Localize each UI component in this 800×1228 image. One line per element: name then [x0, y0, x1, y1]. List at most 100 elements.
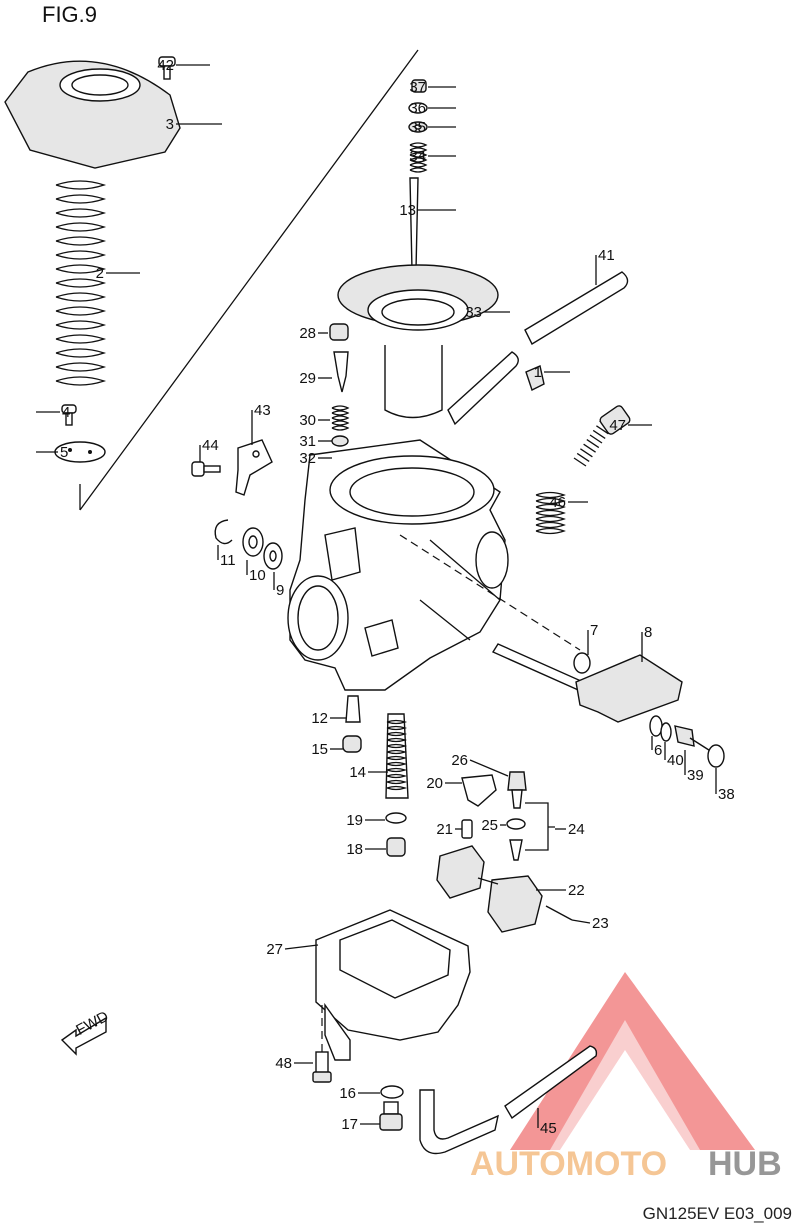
part-20-plate	[461, 774, 497, 807]
callout-label-33: 33	[465, 304, 482, 321]
callout-label-39: 39	[687, 767, 704, 784]
callout-label-11: 11	[220, 552, 236, 569]
part-48-screw	[312, 1051, 332, 1083]
callout-label-24: 24	[568, 821, 585, 838]
callout-label-16: 16	[339, 1085, 356, 1102]
part-38-screw	[689, 737, 725, 768]
callout-label-30: 30	[299, 412, 316, 429]
part-12-pilot-jet	[345, 695, 361, 723]
callout-label-15: 15	[311, 741, 328, 758]
callout-label-8: 8	[644, 624, 652, 641]
callout-label-43: 43	[254, 402, 271, 419]
callout-label-10: 10	[249, 567, 266, 584]
part-34-spring	[409, 142, 428, 173]
callout-label-48: 48	[275, 1055, 292, 1072]
figure-title: FIG.9	[42, 2, 98, 27]
part-7-washer	[573, 652, 591, 674]
callout-label-12: 12	[311, 710, 328, 727]
callout-label-27: 27	[266, 941, 283, 958]
carburetor-body	[287, 439, 509, 691]
part-5-plate	[54, 441, 106, 463]
part-14-needle-jet	[385, 713, 409, 799]
part-31-washer	[331, 435, 349, 447]
callout-label-44: 44	[202, 437, 219, 454]
callout-label-37: 37	[409, 79, 426, 96]
callout-label-2: 2	[96, 265, 104, 282]
part-8-throttle-lever	[491, 643, 683, 723]
part-4-screw	[61, 404, 77, 426]
callout-label-5: 5	[60, 444, 68, 461]
callout-label-28: 28	[299, 325, 316, 342]
callout-label-45: 45	[540, 1120, 557, 1137]
part-28-cap	[329, 323, 349, 341]
callout-label-7: 7	[590, 622, 598, 639]
callout-label-32: 32	[299, 450, 316, 467]
group-divider-line	[79, 49, 419, 511]
part-42-screw	[158, 56, 176, 80]
part-16-washer	[380, 1085, 404, 1099]
part-39-spring	[674, 725, 695, 747]
callout-label-1: 1	[534, 364, 542, 381]
watermark-text-part2: HUB	[708, 1145, 782, 1183]
part-27-float-chamber	[315, 909, 471, 1061]
part-3-top-cap	[4, 60, 181, 169]
callout-leader-26	[469, 759, 509, 777]
callout-label-20: 20	[426, 775, 443, 792]
drawing-code: GN125EV E03_009	[642, 1204, 792, 1223]
callout-label-14: 14	[349, 764, 366, 781]
fwd-arrow-icon: FWD	[60, 1008, 112, 1056]
part-33-diaphragm-piston	[337, 264, 499, 419]
part-35-washer	[408, 121, 428, 133]
part-37-nut	[411, 79, 427, 93]
callout-label-31: 31	[299, 433, 316, 450]
callout-label-26: 26	[451, 752, 468, 769]
part-2-spring	[55, 180, 107, 386]
callout-label-19: 19	[346, 812, 363, 829]
watermark-logo: AUTOMOTO HUB	[470, 972, 782, 1183]
part-25-o-ring	[506, 818, 526, 830]
part-46-spring	[535, 491, 566, 535]
callout-label-42: 42	[157, 57, 174, 74]
alignment-dash-1	[399, 534, 581, 651]
callout-label-13: 13	[399, 202, 416, 219]
callout-label-36: 36	[409, 100, 426, 117]
part-13-jet-needle	[409, 177, 419, 279]
callout-label-25: 25	[481, 817, 498, 834]
part-19-washer	[385, 812, 407, 824]
watermark-text-part1: AUTOMOTO	[470, 1145, 667, 1183]
callout-label-29: 29	[299, 370, 316, 387]
callout-leader-23	[571, 919, 591, 924]
callout-label-3: 3	[166, 116, 174, 133]
part-29-valve	[333, 351, 349, 393]
part-45-drain-hose	[419, 1045, 598, 1155]
part-40-washer	[660, 722, 672, 742]
callout-label-38: 38	[718, 786, 735, 803]
part-26-float-valve	[507, 771, 527, 809]
callout-label-35: 35	[409, 119, 426, 136]
part-9-washer	[263, 542, 283, 570]
callout-label-4: 4	[62, 404, 70, 421]
callout-label-21: 21	[436, 821, 453, 838]
callout-label-6: 6	[654, 742, 662, 759]
part-36-clip	[408, 102, 428, 114]
callout-leader-27	[284, 944, 319, 950]
part-6-washer	[649, 715, 663, 737]
part-41-seal-strip	[447, 271, 629, 426]
part-44-screw	[191, 461, 221, 477]
part-18-main-jet	[386, 837, 406, 857]
callout-label-46: 46	[549, 494, 566, 511]
part-43-bracket	[235, 439, 273, 496]
part-17-drain-screw	[379, 1101, 403, 1131]
part-22-float	[436, 845, 543, 933]
part-1-cap	[525, 365, 545, 391]
part-10-washer	[242, 527, 264, 557]
callout-label-23: 23	[592, 915, 609, 932]
bracket-24	[525, 802, 555, 851]
callout-label-34: 34	[409, 148, 426, 165]
part-24-needle-valve	[509, 839, 523, 861]
callout-label-47: 47	[609, 417, 626, 434]
part-23-float-pin	[545, 905, 573, 921]
callout-label-9: 9	[276, 582, 284, 599]
